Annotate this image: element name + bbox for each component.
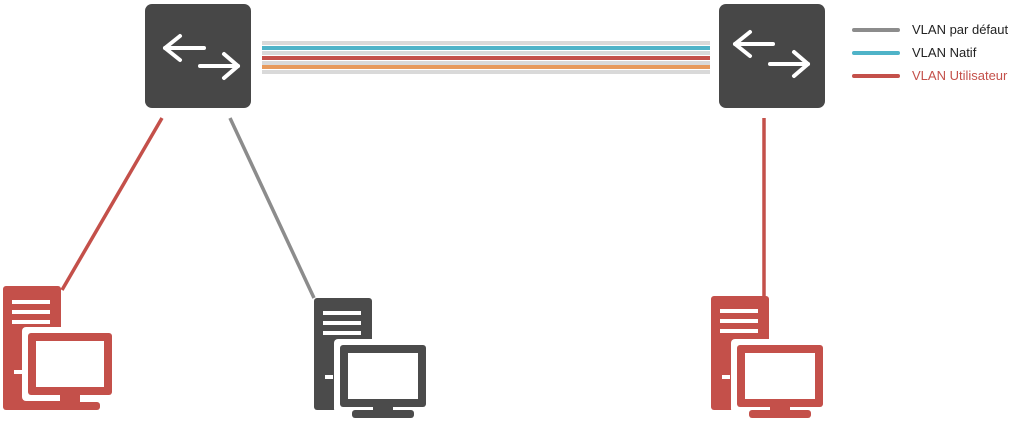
switch-left [145,4,251,108]
trunk-lane-default-low [262,61,710,65]
computer-icon-right [711,296,829,418]
base [749,410,811,418]
stand [373,405,393,413]
legend-swatch-user-vlan [852,73,900,78]
computer-icon-middle [314,298,432,418]
trunk-lane-default-top [262,41,710,45]
legend-label-default-vlan: VLAN par défaut [912,22,1009,37]
trunk-lane-default-bottom [262,70,710,74]
computer-icon-left [3,286,118,410]
trunk-lane-native [262,46,710,50]
trunk-lane-orange [262,65,710,69]
link-user-vlan-left [60,117,164,291]
switch-body [145,4,251,108]
legend: VLAN par défaut VLAN Natif VLAN Utilisat… [852,18,1022,87]
trunk-lane-user [262,56,710,60]
switch-body [719,4,825,108]
trunk-link [250,40,720,76]
legend-item-default-vlan: VLAN par défaut [852,18,1022,41]
switch-right [719,4,825,108]
stand [770,405,790,413]
legend-item-user-vlan: VLAN Utilisateur [852,64,1022,87]
link-default-vlan-middle [228,117,316,299]
stand [60,395,80,404]
screen [36,341,104,387]
legend-label-native-vlan: VLAN Natif [912,45,977,60]
switch-arrows-icon [163,34,240,80]
switch-arrows-icon [733,30,810,78]
screen [745,353,815,399]
legend-label-user-vlan: VLAN Utilisateur [912,68,1008,83]
base [40,402,100,410]
screen [348,353,418,399]
base [352,410,414,418]
legend-swatch-native-vlan [852,50,900,55]
legend-swatch-default-vlan [852,27,900,32]
legend-item-native-vlan: VLAN Natif [852,41,1022,64]
trunk-lane-default-mid [262,51,710,55]
